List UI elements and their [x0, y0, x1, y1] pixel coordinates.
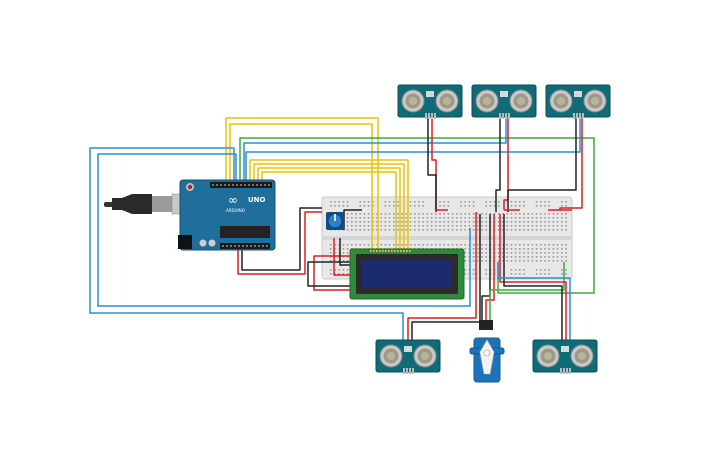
wire-black: [427, 118, 437, 212]
wire-yellow: [253, 163, 405, 250]
lcd-pins: [370, 250, 411, 252]
ultrasonic-sensor[interactable]: [397, 84, 463, 119]
arduino-brand-label: ARDUINO: [226, 208, 245, 213]
wire-black: [339, 238, 352, 266]
servo-motor[interactable]: [469, 320, 505, 383]
arduino-logo-icon: ∞: [228, 193, 238, 207]
wires: [89, 117, 595, 340]
wire-green: [239, 137, 595, 294]
wire-red: [559, 118, 583, 210]
lcd-screen: [362, 260, 452, 288]
wire-black: [307, 261, 352, 287]
arduino-header-pins: [212, 184, 270, 247]
wire-red: [237, 211, 322, 275]
wire-red: [333, 238, 352, 276]
wire-black: [411, 214, 481, 340]
ultrasonic-sensor[interactable]: [532, 339, 598, 374]
ultrasonic-sensor[interactable]: [471, 84, 537, 119]
arduino-uno-board[interactable]: ∞ UNO ARDUINO: [104, 179, 276, 251]
ultrasonic-sensor[interactable]: [545, 84, 611, 119]
wire-blue: [497, 262, 571, 340]
lcd-16x2-display[interactable]: [349, 248, 465, 300]
wire-black: [481, 214, 491, 320]
wire-yellow: [249, 159, 409, 250]
wire-blue: [97, 153, 471, 307]
wire-red: [499, 214, 567, 340]
wire-black: [507, 118, 577, 212]
ultrasonic-sensor[interactable]: [375, 339, 441, 374]
wire-blue: [243, 118, 507, 182]
usb-plug-icon: [104, 193, 185, 215]
wire-yellow: [261, 171, 397, 250]
servo-horn-icon: [479, 339, 495, 375]
wire-red: [503, 118, 509, 210]
wire-red: [407, 212, 477, 340]
wire-black: [495, 118, 501, 212]
arduino-model-label: UNO: [248, 196, 266, 204]
wire-green: [489, 262, 565, 320]
wire-yellow: [257, 167, 401, 250]
wire-black: [503, 214, 563, 340]
wire-blue: [245, 118, 581, 182]
wire-black: [241, 207, 322, 271]
wire-yellow: [229, 123, 373, 250]
potentiometer[interactable]: [326, 212, 344, 230]
wire-yellow: [225, 117, 379, 250]
